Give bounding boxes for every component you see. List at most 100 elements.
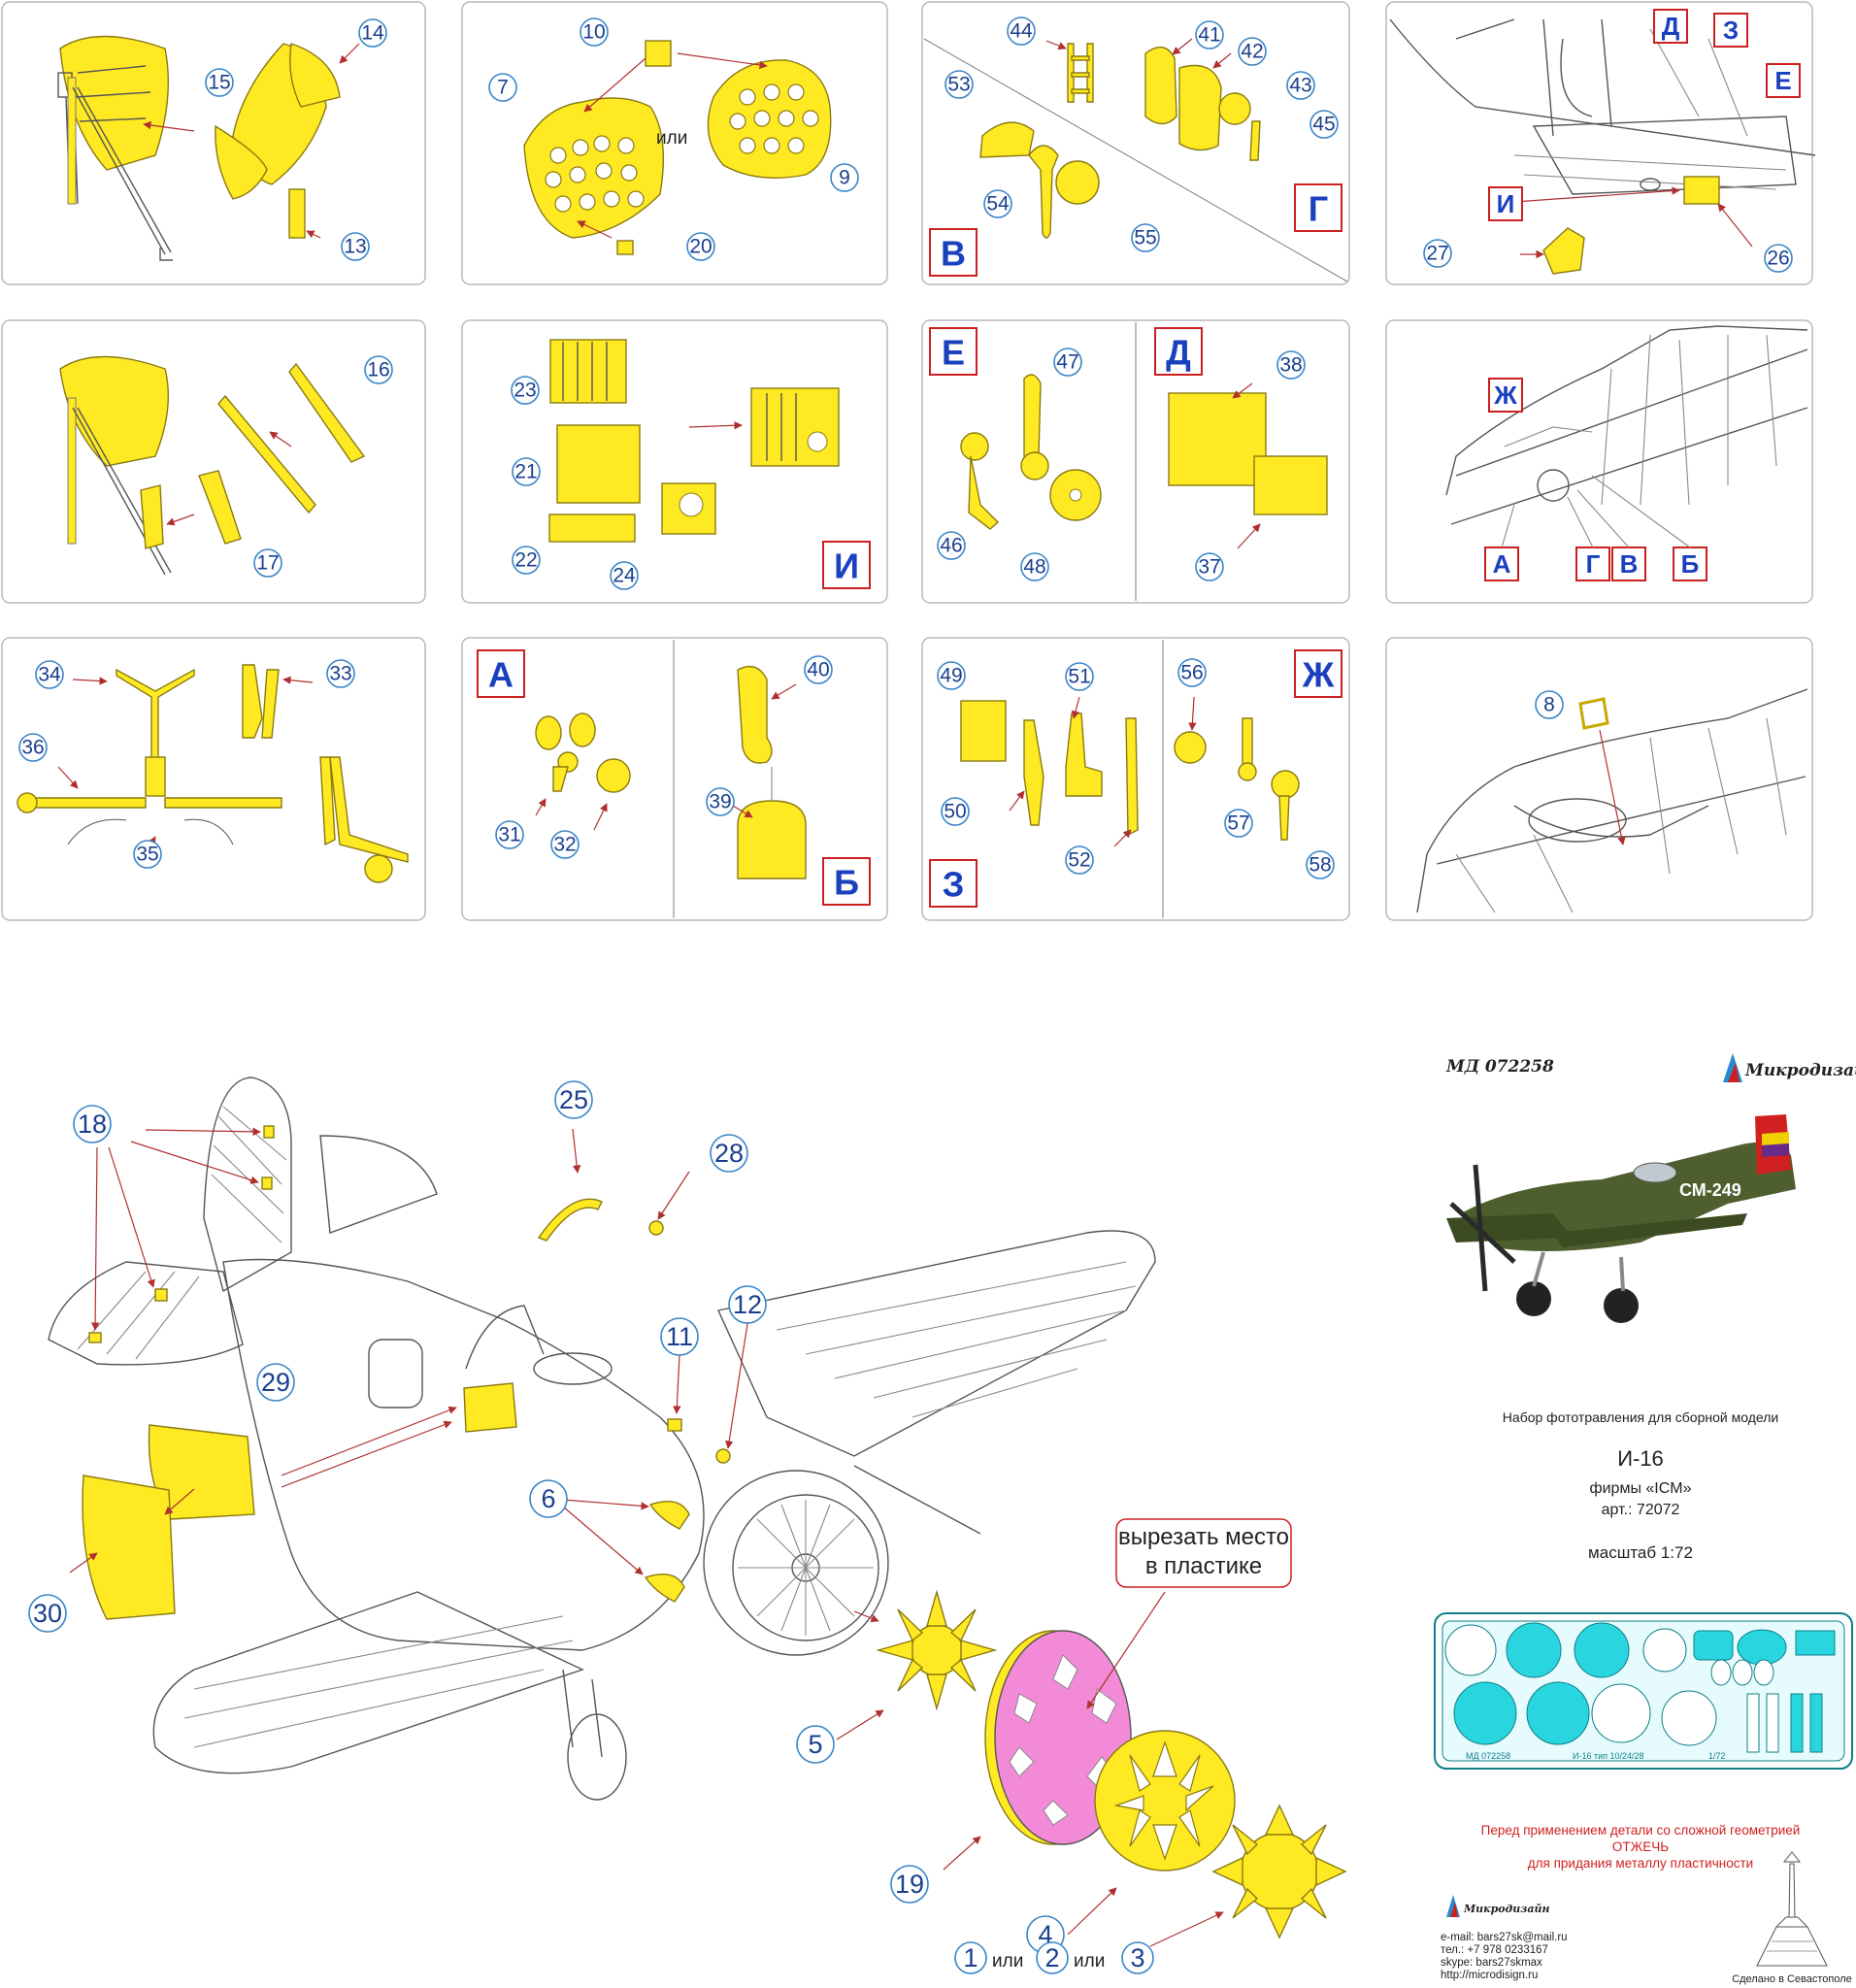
warning-line-3: для придания металлу пластичности [1528,1856,1753,1871]
cut-note-line-1: вырезать место [1118,1524,1289,1550]
callout-26 [1764,244,1793,273]
callout-20 [686,232,715,261]
callout-47 [1053,348,1082,377]
callout-35 [133,840,162,869]
fuselage [222,1258,705,1651]
callout-30 [28,1594,67,1633]
callout-46 [937,531,966,560]
plane-illustration: СМ-249 [1446,1114,1796,1323]
callout-34 [35,660,64,689]
letter-box-z-2 [929,859,978,908]
callout-7 [488,73,517,102]
letter-zh: Ж [1493,381,1517,410]
callout-40-label: 40 [807,659,829,681]
letter-d-2: Д [1166,333,1191,373]
ladder-part-44 [1067,43,1094,103]
letter-i: И [1497,189,1515,218]
panel-radio-box: 23 21 22 24 И [461,319,888,604]
gun-barrel [853,1465,981,1535]
callout-17-label: 17 [256,552,279,575]
callout-52-label: 52 [1068,849,1090,872]
callout-19-label: 19 [895,1870,924,1899]
callout-51-label: 51 [1068,666,1090,688]
contact-email: e-mail: bars27sk@mail.ru [1441,1932,1568,1943]
callout-46-label: 46 [940,535,962,557]
callout-38 [1276,350,1306,380]
brand-logo: Микродизайн [1723,1053,1856,1082]
callout-29-label: 29 [261,1368,290,1397]
callout-49-label: 49 [940,665,962,687]
callout-33-label: 33 [329,663,351,685]
letter-v: В [941,234,966,274]
part-39-plate [737,800,807,879]
callout-44-label: 44 [1010,20,1033,43]
callout-31-label: 31 [498,824,520,846]
cockpit-headrest [465,1305,545,1370]
callout-38-label: 38 [1279,354,1302,377]
small-plate-top [645,40,672,67]
callout-14 [358,18,387,48]
small-plate-bottom [616,240,634,255]
part-25-strip [537,1198,603,1242]
monument-icon [1756,1851,1828,1967]
letter-box-d [1653,9,1688,44]
left-wing [152,1591,584,1774]
part-34-harness [116,668,195,778]
letter-e-2: Е [942,333,965,373]
callout-15-label: 15 [208,72,230,94]
callout-58-label: 58 [1309,854,1331,877]
callout-53 [945,70,974,99]
letter-box-b-2 [822,857,871,906]
callout-56 [1177,658,1207,687]
part-22-base [548,514,636,543]
letter-box-i [1488,186,1523,221]
callout-24-label: 24 [613,565,636,587]
contact-website: http://microdisign.ru [1441,1970,1538,1981]
engine-cowling [703,1470,889,1656]
callout-8-label: 8 [1543,694,1555,716]
callout-49 [937,661,966,690]
footer-brand-name: Микродизайн [1463,1903,1549,1915]
part-52-blade [1125,717,1139,837]
letter-zh-2: Ж [1302,655,1335,695]
warning-line-1: Перед применением детали со сложной геом… [1481,1823,1801,1838]
letter-box-zh [1488,378,1523,413]
variant-options: 1 или 2 или 3 [954,1941,1154,1974]
callout-54-label: 54 [986,193,1010,215]
callout-40 [804,655,833,684]
letter-a: А [1493,549,1511,579]
part-3-star [1211,1804,1347,1939]
letter-box-z [1713,13,1748,48]
callout-13 [341,232,370,261]
callout-58 [1306,850,1335,879]
callout-36 [18,733,48,762]
part-23-cover [549,339,627,404]
callout-42 [1238,37,1267,66]
plane-marking: СМ-249 [1679,1180,1741,1200]
callout-15 [205,68,234,97]
fret-model: И-16 тип 10/24/28 [1573,1751,1644,1761]
callout-23 [511,376,540,405]
option-1-label: 1 [963,1943,978,1972]
model-article: арт.: 72072 [1602,1502,1680,1518]
callout-36-label: 36 [21,737,44,759]
callout-27 [1423,239,1452,268]
callout-48 [1020,552,1049,581]
part-51-lever [1065,712,1103,797]
letter-i-2: И [834,547,859,586]
callout-37-label: 37 [1198,556,1220,579]
callout-23-label: 23 [514,380,536,402]
part-49-plate [960,700,1007,762]
part-30-panel [82,1474,176,1620]
callout-32-label: 32 [553,834,576,856]
callout-50-label: 50 [944,801,966,823]
option-3-label: 3 [1130,1943,1144,1972]
callout-8 [1535,690,1564,719]
callout-16-label: 16 [367,359,389,381]
engine-cylinders [738,1500,874,1636]
callout-21-label: 21 [514,461,537,483]
panel-a-b: 31 32 40 39 А Б [461,637,888,921]
callout-19 [890,1865,929,1904]
part-16-blade [288,362,366,463]
